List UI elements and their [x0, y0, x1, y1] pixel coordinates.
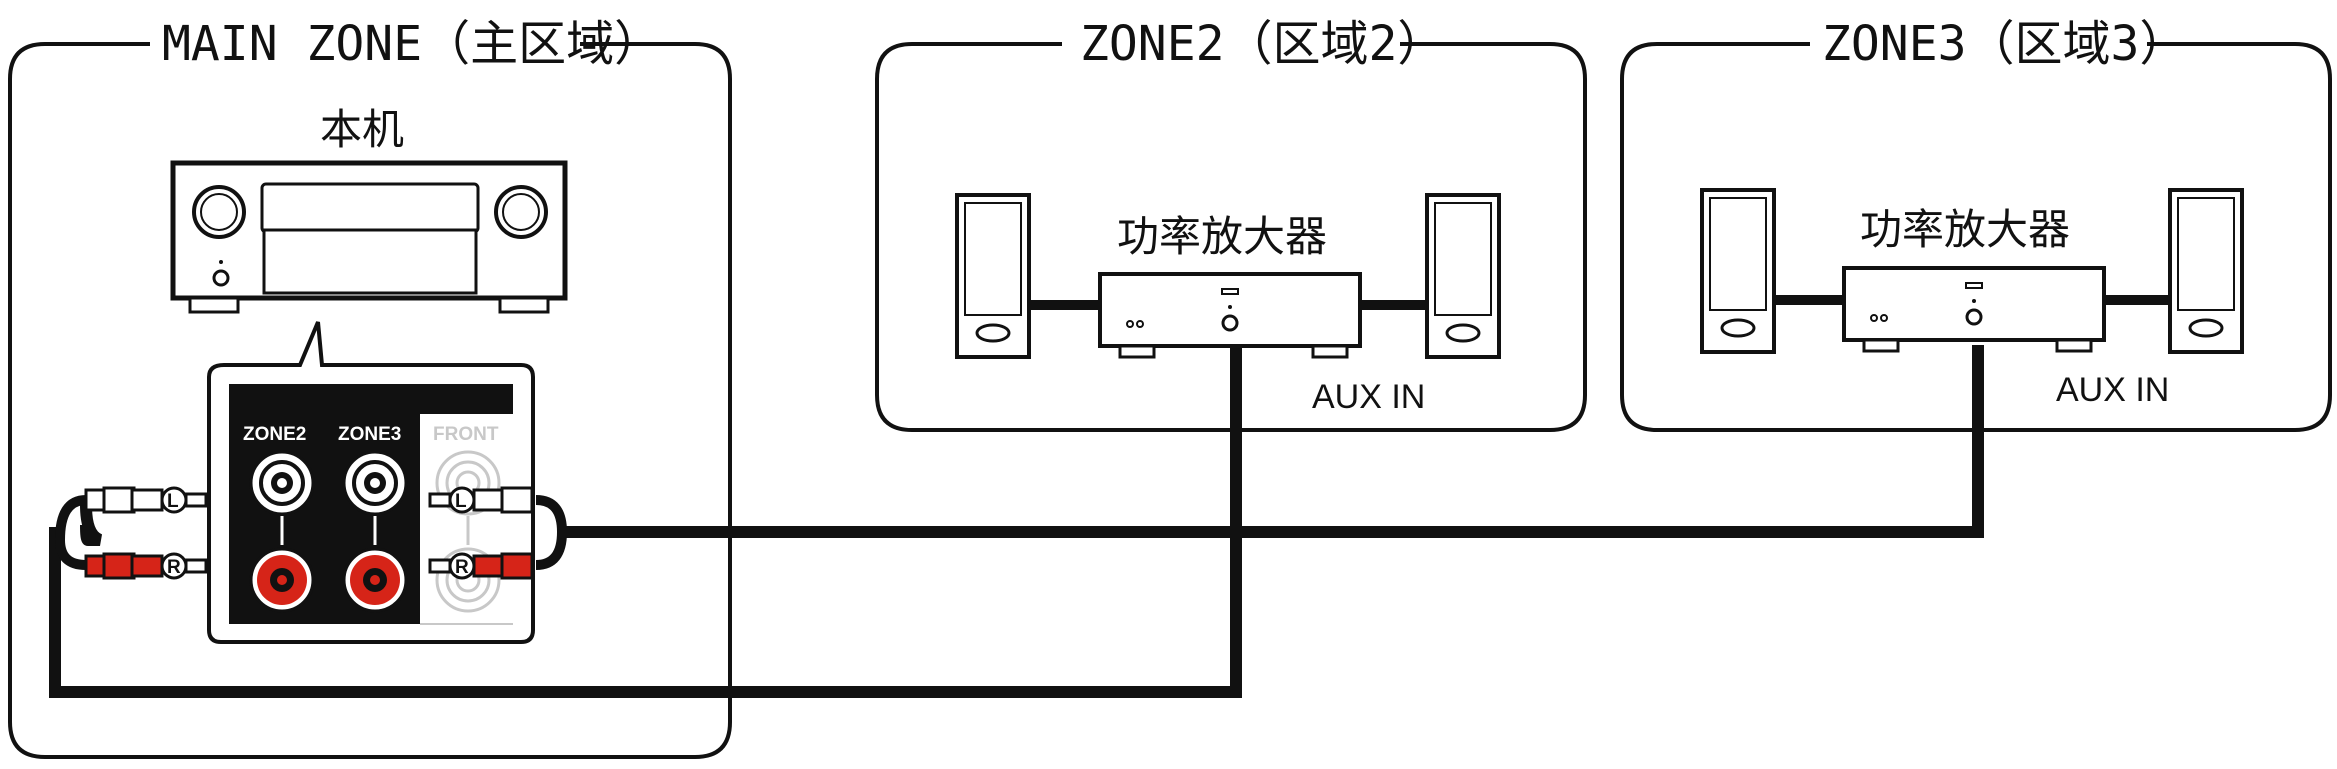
zone2-plug-r: R	[84, 552, 208, 580]
zone2-plug-l-label: L	[167, 491, 179, 512]
zone3-plug-r-label: R	[455, 557, 469, 578]
zone3-plug-l: L	[428, 486, 534, 514]
zone3-speaker-right	[2168, 188, 2244, 354]
zone2-jack-label: ZONE2	[243, 424, 306, 445]
zone3-plug-l-label: L	[455, 491, 467, 512]
zone2-aux-in-label: AUX IN	[1312, 378, 1425, 416]
zone2-speaker-right	[1425, 193, 1501, 359]
zone3-jack-l[interactable]	[342, 450, 408, 516]
zone2-jack-r[interactable]	[249, 547, 315, 613]
main-unit-label: 本机	[320, 105, 404, 154]
zone3-power-amplifier	[1842, 266, 2106, 353]
zone2-cable	[49, 345, 1242, 698]
zone3-aux-in-label: AUX IN	[2056, 371, 2169, 409]
jack-panel-header-bar	[229, 384, 513, 414]
zone2-speaker-left	[955, 193, 1031, 359]
front-jack-label: FRONT	[433, 424, 499, 445]
main-zone-frame	[8, 42, 732, 759]
zone2-jack-l[interactable]	[249, 450, 315, 516]
zone3-cable	[562, 345, 1984, 538]
zone3-amp-label: 功率放大器	[1860, 205, 2070, 254]
zone2-amp-label: 功率放大器	[1117, 212, 1327, 261]
zone3-jack-label: ZONE3	[338, 424, 401, 445]
zone2-plug-l: L	[84, 486, 208, 514]
zone2-title: ZONE2（区域2）	[1080, 16, 1445, 72]
zone3-jack-r[interactable]	[342, 547, 408, 613]
zone3-title: ZONE3（区域3）	[1822, 16, 2187, 72]
receiver-unit	[170, 160, 568, 314]
main-zone-title: MAIN ZONE（主区域）	[162, 16, 662, 72]
zone3-speaker-left	[1700, 188, 1776, 354]
zone3-plug-r: R	[428, 552, 534, 580]
zone2-plug-r-label: R	[167, 557, 181, 578]
zone2-power-amplifier	[1098, 272, 1362, 359]
